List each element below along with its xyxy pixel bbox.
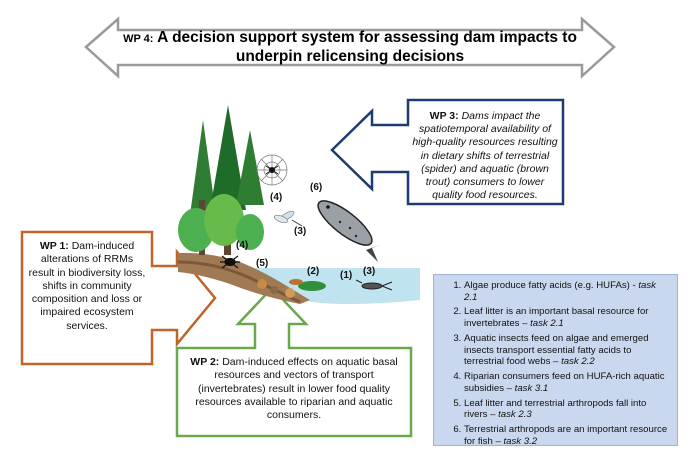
- tasks-box: Algae produce fatty acids (e.g. HUFAs) -…: [433, 274, 678, 447]
- scene-label-2: (2): [307, 266, 320, 277]
- leaf-litter: [289, 279, 303, 285]
- spider-in-web: [265, 165, 279, 175]
- wp1-text-box: WP 1: Dam-induced alterations of RRMs re…: [27, 240, 147, 333]
- wp3-arrow: [330, 98, 565, 206]
- wp4-text: A decision support system for assessing …: [157, 29, 577, 65]
- wp2-arrow: [175, 286, 413, 438]
- task-item-4: Riparian consumers feed on HUFA-rich aqu…: [464, 371, 671, 394]
- scene-label-5: (5): [256, 258, 269, 269]
- task-item-1: Algae produce fatty acids (e.g. HUFAs) -…: [464, 280, 671, 303]
- algae: [298, 281, 326, 291]
- wp1-arrow: [20, 230, 217, 366]
- ecosystem-illustration: [177, 105, 420, 304]
- wp1-label: WP 1:: [39, 240, 69, 252]
- scene-label-3-fly: (3): [294, 226, 307, 237]
- aquatic-larva: [355, 279, 393, 291]
- wp4-title: WP 4: A decision support system for asse…: [108, 29, 592, 66]
- task-item-6: Terrestrial arthropods are an important …: [464, 424, 671, 447]
- scene-label-3-larva: (3): [363, 266, 376, 277]
- wp4-label: WP 4:: [123, 33, 154, 45]
- emerged-insect: [274, 210, 303, 227]
- scene-label-4-web: (4): [270, 192, 283, 203]
- riparian-trees: [178, 105, 264, 255]
- task-item-5: Leaf litter and terrestrial arthropods f…: [464, 398, 671, 421]
- scene-label-1: (1): [340, 270, 353, 281]
- wp2-text-box: WP 2: Dam-induced effects on aquatic bas…: [183, 356, 405, 422]
- wp2-text: Dam-induced effects on aquatic basal res…: [195, 356, 398, 422]
- scene-label-4-bank: (4): [236, 240, 249, 251]
- task-item-2: Leaf litter is an important basal resour…: [464, 306, 671, 329]
- riparian-spider: [220, 255, 240, 269]
- task-item-3: Aquatic insects feed on algae and emerge…: [464, 333, 671, 368]
- wp3-text: Dams impact the spatiotemporal availabil…: [412, 110, 558, 202]
- wp3-text-box: WP 3: Dams impact the spatiotemporal ava…: [412, 110, 558, 202]
- scene-label-6: (6): [310, 182, 323, 193]
- wp4-double-arrow: [84, 16, 616, 79]
- brown-trout: [317, 200, 382, 262]
- wp1-text: Dam-induced alterations of RRMs result i…: [28, 240, 146, 332]
- wp2-label: WP 2:: [190, 356, 220, 368]
- tasks-list: Algae produce fatty acids (e.g. HUFAs) -…: [434, 275, 677, 447]
- wp3-label: WP 3:: [429, 110, 459, 122]
